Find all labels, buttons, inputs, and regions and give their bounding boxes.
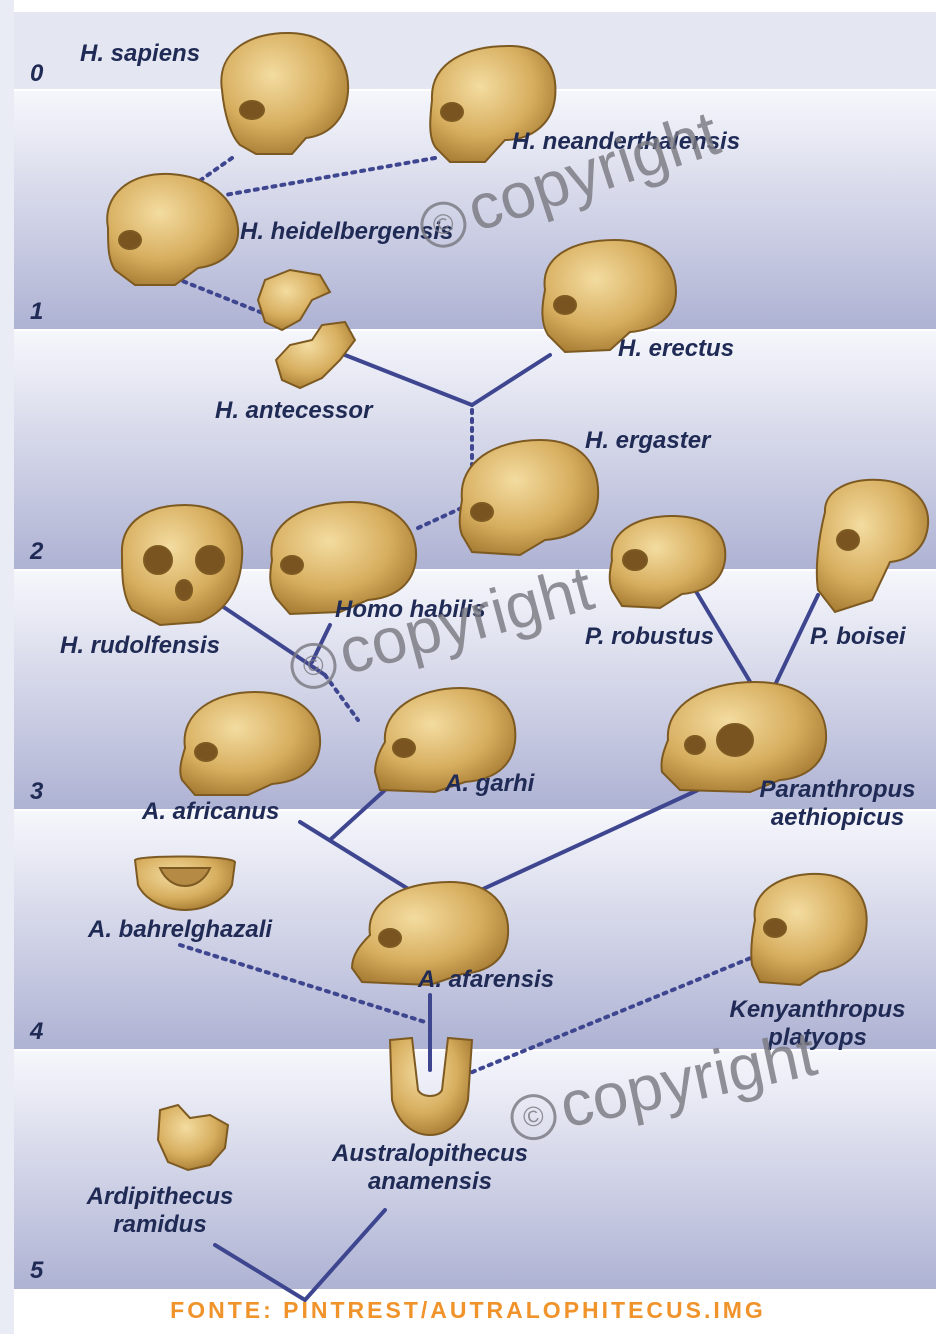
label-anamensis-line2: anamensis <box>305 1168 555 1196</box>
label-paranthropus-aethiopicus: Paranthropus aethiopicus <box>740 776 935 831</box>
tick-3: 3 <box>30 778 43 806</box>
label-ardipithecus-line1: Ardipithecus <box>65 1183 255 1211</box>
label-h-rudolfensis: H. rudolfensis <box>60 632 220 660</box>
tick-1: 1 <box>30 298 43 326</box>
tick-0: 0 <box>30 60 43 88</box>
label-a-africanus: A. africanus <box>142 798 279 826</box>
tick-2: 2 <box>30 538 43 566</box>
label-a-bahrelghazali: A. bahrelghazali <box>88 916 272 944</box>
label-h-sapiens: H. sapiens <box>80 40 200 68</box>
label-p-robustus: P. robustus <box>585 623 714 651</box>
label-p-boisei: P. boisei <box>810 623 906 651</box>
left-axis-strip <box>0 0 14 1334</box>
label-h-erectus: H. erectus <box>618 335 734 363</box>
tick-4: 4 <box>30 1018 43 1046</box>
label-paranthropus-line1: Paranthropus <box>740 776 935 804</box>
label-h-ergaster: H. ergaster <box>585 427 710 455</box>
copyright-symbol-icon: © <box>506 1090 561 1145</box>
label-h-antecessor: H. antecessor <box>215 397 372 425</box>
label-paranthropus-line2: aethiopicus <box>740 804 935 832</box>
label-ardipithecus-line2: ramidus <box>65 1211 255 1239</box>
label-a-garhi: A. garhi <box>445 770 534 798</box>
tick-5: 5 <box>30 1257 43 1285</box>
label-a-afarensis: A. afarensis <box>418 966 554 994</box>
source-caption: FONTE: PINTREST/AUTRALOPHITECUS.IMG <box>0 1297 936 1324</box>
label-kenyanthropus-line1: Kenyanthropus <box>705 996 930 1024</box>
label-ardipithecus-ramidus: Ardipithecus ramidus <box>65 1183 255 1238</box>
